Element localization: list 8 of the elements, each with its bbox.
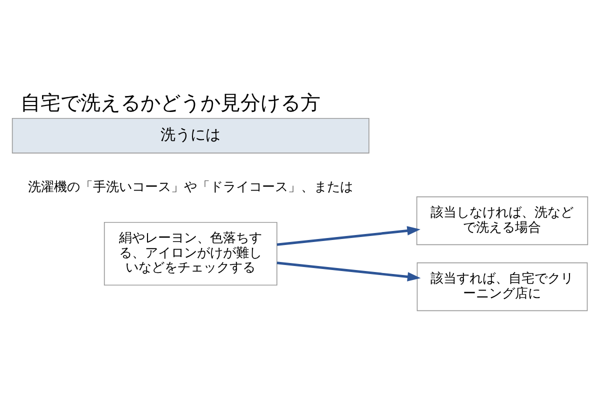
arrow — [276, 261, 421, 281]
label: 洗濯機の「手洗いコース」や「ドライコース」、または — [28, 179, 354, 194]
node-box: 該当しなければ、洗などで洗える場合 — [416, 196, 588, 245]
node-box: 絹やレーヨン、色落ちする、アイロンがけが難しいなどをチェックする — [104, 221, 278, 286]
diagram-title: 自宅で洗えるかどうか見分ける方 — [20, 90, 320, 114]
arrow — [276, 226, 420, 246]
node-box: 洗うには — [12, 117, 370, 153]
node-box: 該当すれば、自宅でクリーニング店に — [416, 262, 588, 311]
